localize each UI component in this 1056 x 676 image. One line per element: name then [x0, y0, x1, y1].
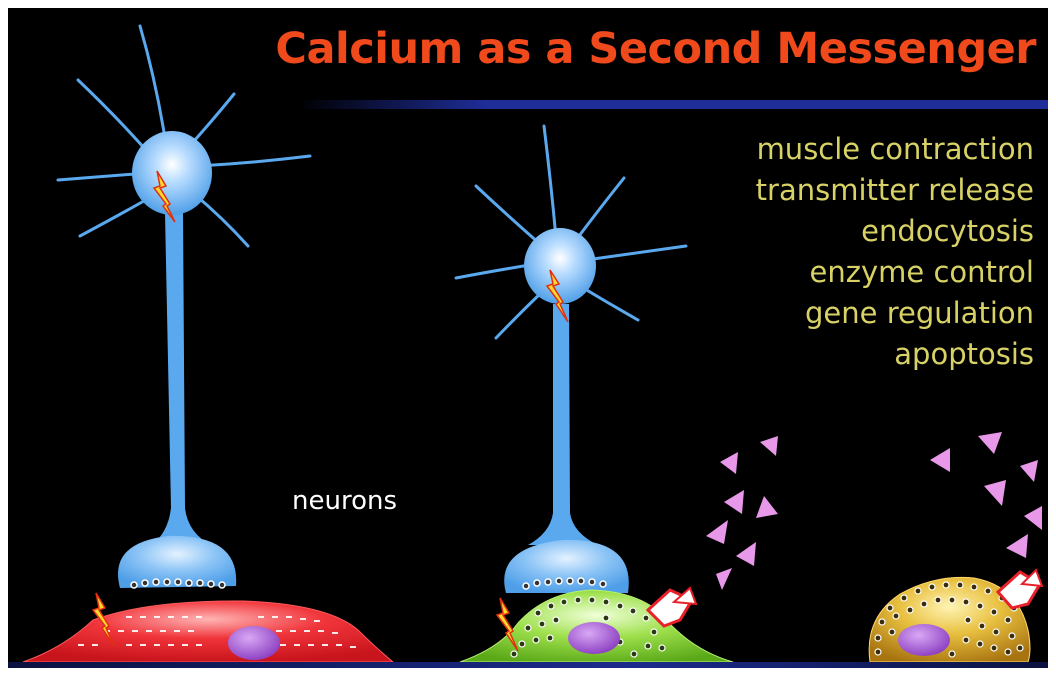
neuron-2-dendrite — [496, 290, 544, 338]
neuron-2-dendrite — [580, 286, 638, 320]
neuron-2-dendrite — [576, 178, 624, 240]
secreted-particle-icon — [716, 568, 732, 590]
secreted-particle-icon — [930, 448, 950, 472]
neuron-1-soma — [132, 131, 212, 215]
secretory-cell-nucleus — [568, 622, 620, 654]
secreted-particle-icon — [978, 432, 1002, 454]
neuron-2-dendrite — [544, 126, 556, 238]
neuron-2-axon — [528, 304, 598, 545]
secreted-particle-icon — [1006, 534, 1028, 558]
neuron-2-dendrite — [456, 264, 536, 278]
neuron-2-dendrite — [586, 246, 686, 260]
secreted-particle-icon — [760, 436, 778, 456]
secreted-particle-icon — [1020, 460, 1038, 482]
muscle-cell-nucleus — [228, 626, 280, 660]
secreted-particle-icon — [736, 542, 756, 566]
endocrine-cell-nucleus — [898, 624, 950, 656]
neuron-1-axon — [150, 213, 213, 546]
secreted-particle-icon — [984, 480, 1006, 506]
secreted-particle-icon — [724, 490, 744, 514]
secreted-particle-icon — [1024, 506, 1042, 530]
slide: Calcium as a Second Messenger muscle con… — [8, 8, 1048, 668]
neuron-2-dendrite — [476, 186, 540, 244]
neuron-1-dendrite — [198, 156, 310, 166]
secreted-particle-icon — [706, 520, 728, 544]
muscle-cell — [23, 601, 393, 662]
secreted-particle-icon — [756, 496, 778, 518]
secreted-particles — [706, 432, 1042, 590]
neuron-2-soma — [524, 228, 596, 304]
bottom-bar — [8, 662, 1048, 668]
secreted-particle-icon — [720, 452, 738, 474]
illustration — [8, 8, 1048, 668]
